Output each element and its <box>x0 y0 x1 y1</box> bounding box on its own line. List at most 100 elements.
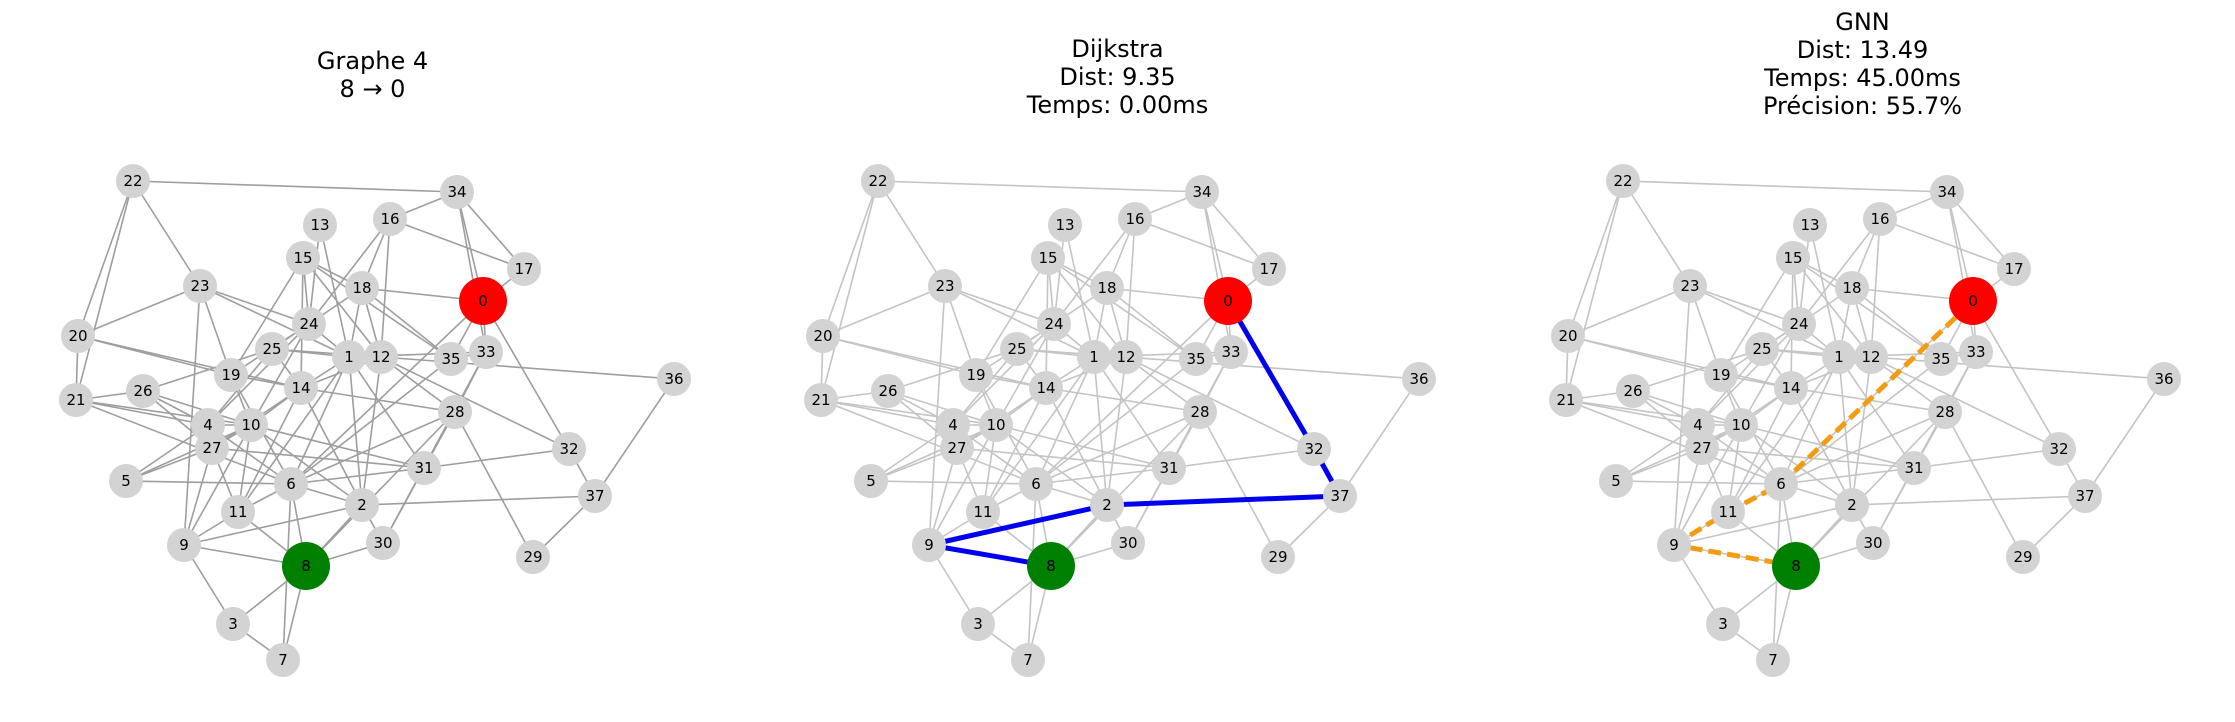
graph-edge <box>1689 285 1800 325</box>
panel-title-graph: Graphe 4 8 → 0 <box>0 47 745 103</box>
node-label: 4 <box>948 416 958 434</box>
node-label: 12 <box>371 348 390 366</box>
graph-edge <box>1740 424 1853 506</box>
graph-edge <box>928 285 946 546</box>
node-label: 1 <box>1089 348 1099 366</box>
graph-edge <box>1701 447 1915 469</box>
node-label: 35 <box>1186 350 1205 368</box>
graph-edge <box>1622 180 1948 193</box>
graph-node <box>1029 371 1063 405</box>
graph-node <box>126 374 160 408</box>
node-label: 32 <box>1304 440 1323 458</box>
graph-edge <box>1740 323 1800 426</box>
graph-node <box>961 607 995 641</box>
graph-node <box>59 383 93 417</box>
graph-edge <box>454 411 534 558</box>
graph-edge <box>1125 356 1420 380</box>
graph-edge <box>1106 356 1127 506</box>
node-label: 25 <box>1752 340 1771 358</box>
graph-node <box>195 431 229 465</box>
graph-edge <box>1673 285 1691 546</box>
graph-node <box>332 340 366 374</box>
panel-title-gnn: GNN Dist: 13.49 Temps: 45.00ms Précision… <box>1490 8 2235 120</box>
source-node <box>282 542 330 590</box>
graph-edge <box>1565 399 1699 426</box>
graph-edge <box>1615 480 1782 485</box>
graph-edge <box>944 285 1095 358</box>
graph-edge <box>1035 467 1170 485</box>
graph-edge <box>1339 378 1420 497</box>
graph-node <box>109 464 143 498</box>
graph-edge <box>1125 218 1136 358</box>
graph-edge <box>2084 378 2165 497</box>
graph-edge <box>125 480 292 485</box>
node-label: 11 <box>973 503 992 521</box>
graph-node <box>1077 340 1111 374</box>
node-label: 14 <box>1036 379 1055 397</box>
graph-edge <box>870 424 997 482</box>
graph-edge <box>1565 399 1742 426</box>
node-label: 31 <box>1159 459 1178 477</box>
graph-edge <box>1795 411 1946 567</box>
path-edge <box>1779 299 1975 486</box>
graph-edge <box>199 285 350 358</box>
node-label: 20 <box>68 327 87 345</box>
node-label: 37 <box>2075 487 2094 505</box>
node-label: 22 <box>868 172 887 190</box>
node-label: 9 <box>179 536 189 554</box>
graph-edge <box>1838 356 1915 469</box>
graph-edge <box>1780 467 1915 485</box>
graph-edge <box>290 300 484 485</box>
graph-edge <box>1870 218 1881 358</box>
graph-edge <box>308 218 391 325</box>
graph-edge <box>820 399 997 426</box>
node-label: 34 <box>447 183 466 201</box>
target-node <box>1949 277 1997 325</box>
title-line: 8 → 0 <box>339 75 406 103</box>
node-label: 9 <box>924 536 934 554</box>
graph-edge <box>1632 348 1763 392</box>
graph-node <box>1019 467 1053 501</box>
graph-node <box>1179 342 1213 376</box>
graph-node <box>861 164 895 198</box>
graph-node <box>1214 335 1248 369</box>
graph-node <box>1685 431 1719 465</box>
graph-node <box>216 607 250 641</box>
graph-node <box>1822 340 1856 374</box>
node-label: 26 <box>133 382 152 400</box>
graph-node <box>1090 271 1124 305</box>
node-label: 17 <box>2004 260 2023 278</box>
node-label: 19 <box>221 366 240 384</box>
graph-edge <box>982 387 1047 513</box>
graph-edge <box>1615 424 1742 482</box>
graph-node <box>1297 432 1331 466</box>
node-label: 31 <box>1904 459 1923 477</box>
graph-node <box>552 432 586 466</box>
graph-edge <box>302 257 452 360</box>
node-label: 18 <box>1842 279 1861 297</box>
graph-node <box>1323 479 1357 513</box>
node-label: 2 <box>1102 496 1112 514</box>
graph-node <box>1854 340 1888 374</box>
graph-edge <box>75 399 209 426</box>
graph-node <box>871 374 905 408</box>
graph-node <box>912 528 946 562</box>
graph-edge <box>211 447 425 469</box>
graph-edge <box>183 285 201 546</box>
node-label: 23 <box>935 277 954 295</box>
graph-edge <box>1035 356 1095 485</box>
node-label: 3 <box>228 615 238 633</box>
node-label: 23 <box>190 277 209 295</box>
graph-edge <box>1035 358 1197 485</box>
graph-edge <box>1567 335 1792 389</box>
node-label: 24 <box>299 315 318 333</box>
graph-node <box>2042 432 2076 466</box>
graph-node <box>2068 479 2102 513</box>
graph-node <box>1764 467 1798 501</box>
graph-node <box>1924 342 1958 376</box>
node-label: 15 <box>1038 249 1057 267</box>
graph-edge <box>250 424 425 469</box>
node-label: 36 <box>1409 370 1428 388</box>
title-line: Dijkstra <box>1071 35 1164 63</box>
graph-node <box>274 467 308 501</box>
